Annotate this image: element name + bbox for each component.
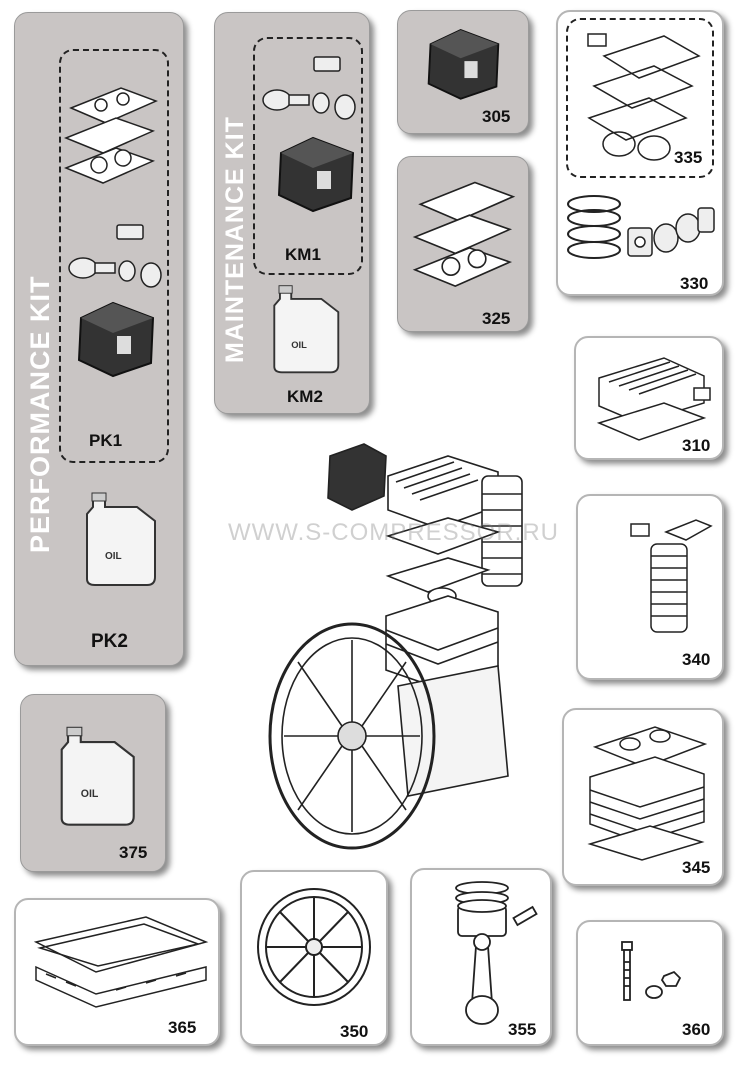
part-305-label: 305 <box>482 107 511 126</box>
maintenance-kit-title: MAINTENANCE KIT <box>221 116 249 363</box>
km2-oil-bottle-icon: OIL <box>273 285 340 374</box>
part-325-label: 325 <box>482 309 511 328</box>
part-325-panel: 325 <box>397 156 529 332</box>
part-305-panel: 305 <box>397 10 529 134</box>
km2-label: KM2 <box>287 387 323 406</box>
km1-air-filter-icon <box>277 136 355 213</box>
maintenance-kit-panel: MAINTENANCE KIT KM1 OIL KM2 <box>214 12 370 414</box>
km2-bottle-text: OIL <box>291 339 307 350</box>
part-345-label: 345 <box>682 858 711 877</box>
part-355-label: 355 <box>508 1020 537 1039</box>
pk1-air-filter-icon <box>77 301 155 378</box>
cylinder-block-icon <box>587 726 708 861</box>
km1-valve-set-icon <box>262 56 356 120</box>
part-375-bottle-text: OIL <box>81 788 99 800</box>
km1-dashed-group <box>253 37 363 275</box>
cylinder-fins-icon <box>630 519 713 633</box>
oil-bottle-icon: OIL <box>60 726 135 826</box>
km1-label: KM1 <box>285 245 321 264</box>
piston-conrod-icon <box>455 881 538 1025</box>
part-335-dashed-group <box>566 18 714 178</box>
performance-kit-panel: PERFORMANCE KIT PK1 OIL PK2 <box>14 12 184 666</box>
crank-assembly-icon <box>627 207 715 257</box>
part-375-panel: OIL 375 <box>20 694 166 872</box>
pk1-gasket-set-icon <box>63 87 158 184</box>
part-360-label: 360 <box>682 1020 711 1039</box>
pk2-oil-bottle-icon: OIL <box>86 492 156 586</box>
air-filter-icon <box>427 29 500 100</box>
part-350-panel: 350 <box>240 870 388 1046</box>
part-365-panel: 365 <box>14 898 220 1046</box>
base-gasket-icon <box>33 916 209 1008</box>
flywheel-icon <box>257 888 371 1006</box>
part-330-label: 330 <box>680 274 709 293</box>
pk1-valve-set-icon <box>68 224 162 288</box>
pk1-label: PK1 <box>89 431 123 450</box>
pk2-bottle-text: OIL <box>105 551 122 562</box>
piston-rings-icon <box>567 195 621 259</box>
part-350-label: 350 <box>340 1022 369 1041</box>
gasket-stack-icon <box>587 33 701 161</box>
gasket-set-icon <box>412 181 516 287</box>
performance-kit-title: PERFORMANCE KIT <box>25 275 55 554</box>
part-345-panel: 345 <box>562 708 724 886</box>
watermark-text: WWW.S-COMPRESSOR.RU <box>228 519 559 546</box>
cylinder-head-icon <box>596 357 711 441</box>
part-355-panel: 355 <box>410 868 552 1046</box>
part-375-label: 375 <box>119 843 148 862</box>
part-310-label: 310 <box>682 436 711 455</box>
part-340-panel: 340 <box>576 494 724 680</box>
compressor-exploded-view <box>268 443 523 850</box>
part-335-label: 335 <box>674 148 703 167</box>
part-360-panel: 360 <box>576 920 724 1046</box>
part-340-label: 340 <box>682 650 711 669</box>
part-310-panel: 310 <box>574 336 724 460</box>
pk2-label: PK2 <box>91 631 128 652</box>
part-335-330-panel: 335 330 <box>556 10 724 296</box>
bolt-nut-icon <box>621 941 682 1001</box>
part-365-label: 365 <box>168 1018 197 1037</box>
pk1-dashed-group <box>59 49 169 463</box>
